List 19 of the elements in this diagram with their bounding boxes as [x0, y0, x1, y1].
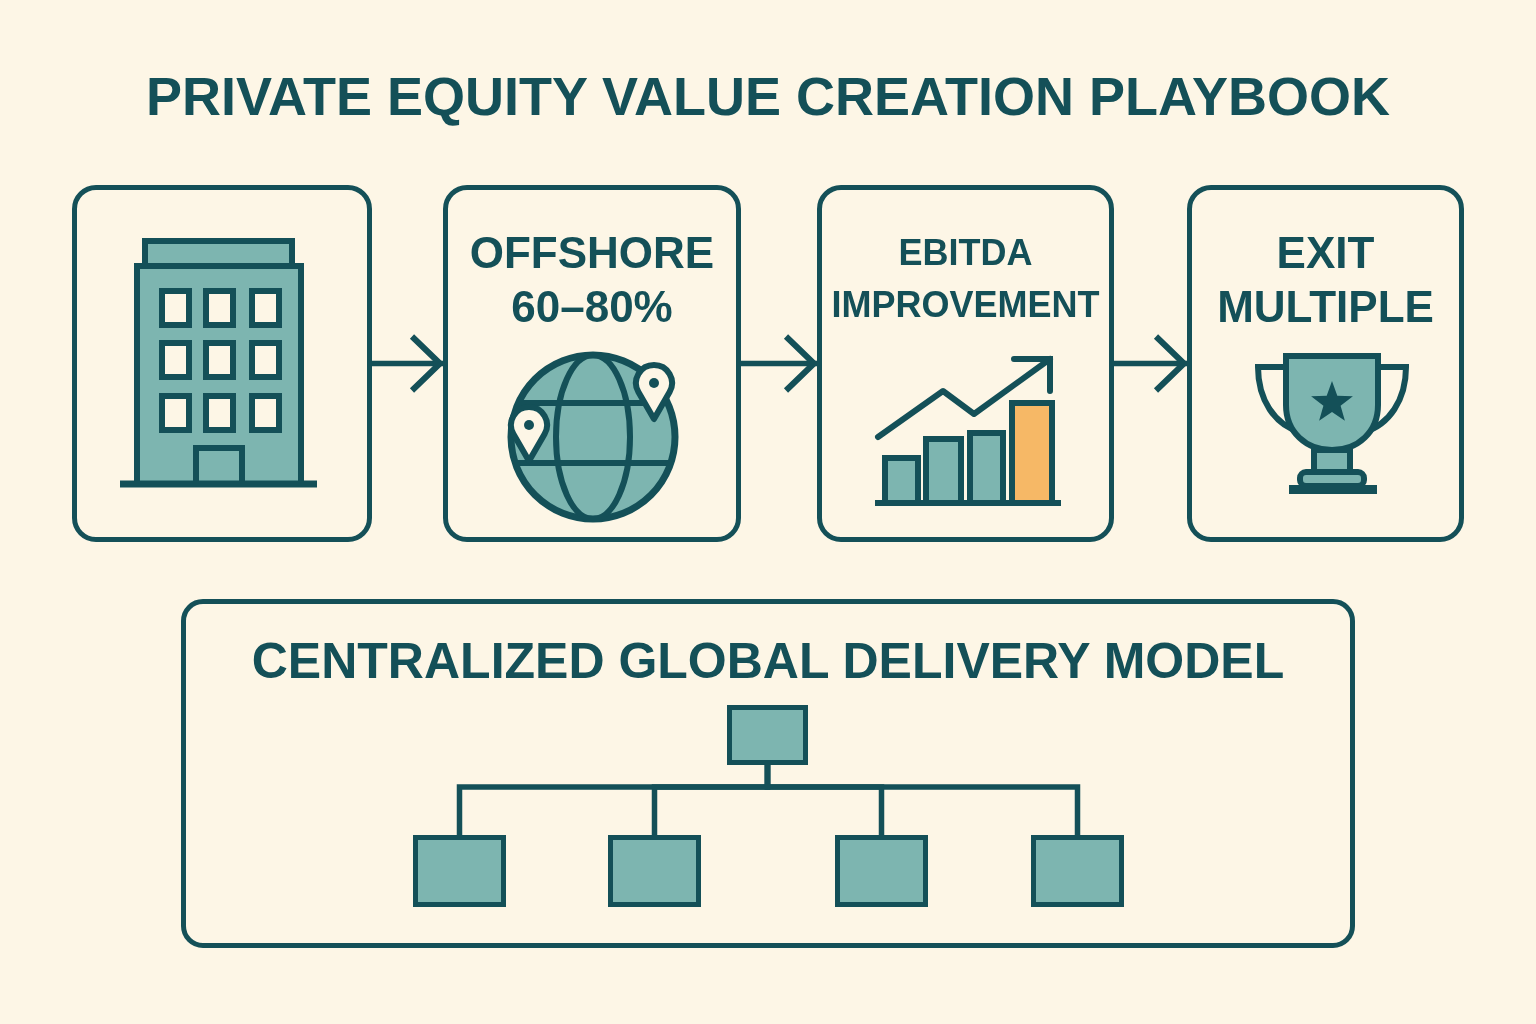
step-card	[443, 185, 741, 542]
org-box	[608, 835, 701, 907]
card-heading: OFFSHORE 60–80%	[468, 227, 716, 333]
step-card	[1187, 185, 1464, 542]
connector-line	[764, 765, 1081, 835]
org-box	[727, 705, 808, 765]
panel-heading: CENTRALIZED GLOBAL DELIVERY MODEL	[250, 632, 1286, 690]
arrow	[1114, 333, 1187, 394]
card-heading: EBITDA IMPROVEMENT	[830, 231, 1101, 327]
arrow	[741, 333, 817, 394]
step-card	[72, 185, 372, 542]
step-card	[817, 185, 1114, 542]
org-box	[835, 835, 928, 907]
org-box	[1031, 835, 1124, 907]
org-box	[413, 835, 506, 907]
arrow	[372, 333, 443, 394]
card-heading: EXIT MULTIPLE	[1216, 227, 1435, 333]
title: PRIVATE EQUITY VALUE CREATION PLAYBOOK	[145, 65, 1391, 127]
model-panel	[181, 599, 1355, 948]
